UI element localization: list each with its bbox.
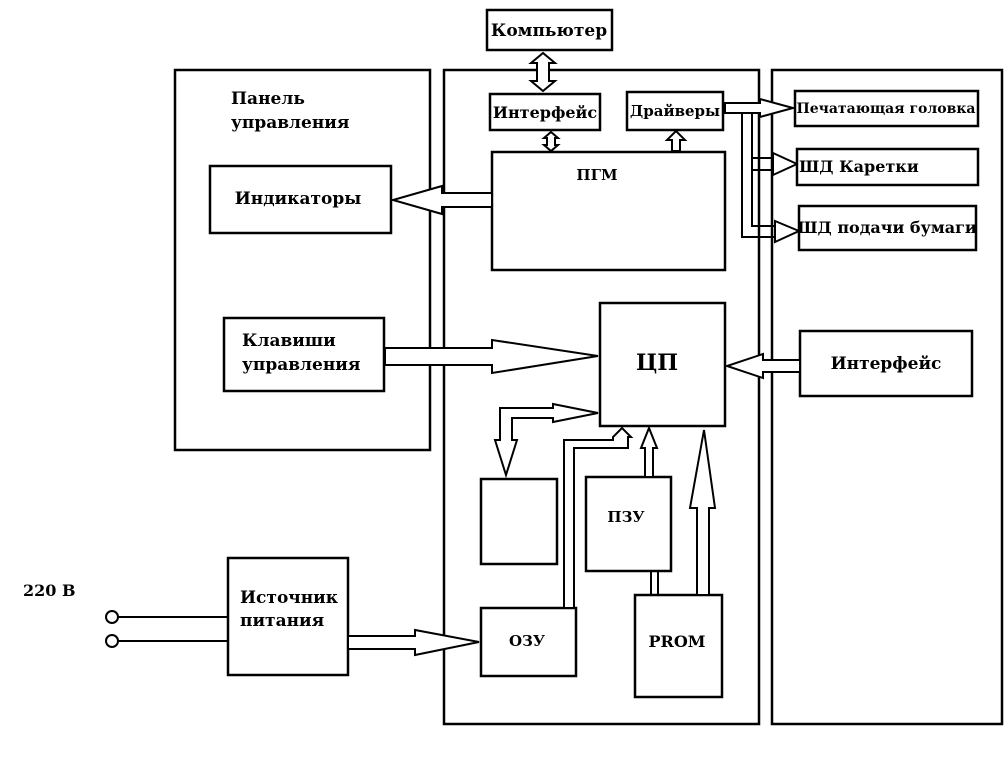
computer-block bbox=[485, 8, 614, 52]
ram-label: ОЗУ bbox=[509, 632, 545, 650]
control-keys-label-line2: управления bbox=[242, 355, 360, 375]
indicators-label: Индикаторы bbox=[235, 189, 362, 209]
carriage-arrow-head bbox=[772, 151, 800, 177]
rom-label: ПЗУ bbox=[607, 508, 644, 526]
carriage-motor-block bbox=[795, 147, 980, 187]
panel-title-line1: Панель bbox=[231, 89, 305, 109]
input-terminal-1 bbox=[105, 610, 119, 624]
interface-cpu-arrow bbox=[723, 352, 801, 380]
drivers-label: Драйверы bbox=[630, 102, 720, 120]
indicators-block bbox=[208, 164, 393, 235]
input-terminal-2 bbox=[105, 634, 119, 648]
interface-right-label: Интерфейс bbox=[831, 354, 942, 374]
pgm-drivers-arrow bbox=[664, 129, 688, 152]
computer-interface-arrow bbox=[528, 51, 558, 93]
carriage-motor-label: ШД Каретки bbox=[799, 157, 919, 176]
control-keys-label-line1: Клавиши bbox=[242, 331, 336, 351]
pgm-indicators-arrow bbox=[389, 184, 493, 216]
unlabeled-block bbox=[479, 477, 559, 566]
cpu-unlabeled-arrow bbox=[493, 402, 599, 479]
paper-motor-block bbox=[797, 204, 978, 252]
print-head-block bbox=[793, 89, 980, 128]
cpu-block bbox=[598, 301, 727, 428]
computer-label: Компьютер bbox=[491, 21, 607, 41]
power-ram-arrow bbox=[347, 628, 480, 657]
ram-cpu-arrow bbox=[563, 426, 634, 609]
prom-block bbox=[633, 593, 724, 699]
controller-board-frame bbox=[442, 68, 761, 726]
cpu-label: ЦП bbox=[636, 350, 678, 376]
panel-title-line2: управления bbox=[231, 113, 349, 133]
drivers-block bbox=[625, 90, 725, 132]
power-supply-block bbox=[226, 556, 350, 677]
pgm-block bbox=[490, 150, 727, 272]
control-keys-block bbox=[222, 316, 386, 393]
prom-cpu-arrow bbox=[688, 429, 717, 596]
rom-cpu-arrow bbox=[639, 425, 659, 478]
power-supply-label-line2: питания bbox=[240, 611, 324, 631]
keys-cpu-arrow bbox=[384, 338, 599, 375]
power-supply-label-line1: Источник bbox=[240, 588, 339, 608]
interface-right-block bbox=[798, 329, 974, 398]
paper-arrow-head bbox=[774, 219, 802, 244]
pgm-label: ПГМ bbox=[576, 166, 617, 184]
supply-voltage-label: 220 В bbox=[23, 581, 76, 600]
interface-pgm-arrow bbox=[541, 130, 561, 153]
drivers-bus-wire-outer bbox=[725, 112, 775, 238]
peripheral-frame bbox=[770, 68, 1004, 726]
ram-block bbox=[479, 606, 578, 678]
print-head-label: Печатающая головка bbox=[796, 101, 975, 117]
drivers-printhead-arrow bbox=[724, 97, 797, 119]
paper-motor-label: ШД подачи бумаги bbox=[797, 218, 977, 237]
control-panel-frame bbox=[173, 68, 432, 452]
interface-top-label: Интерфейс bbox=[493, 103, 598, 122]
rom-block bbox=[584, 475, 673, 573]
prom-label: PROM bbox=[649, 632, 706, 651]
interface-top-block bbox=[488, 92, 602, 132]
